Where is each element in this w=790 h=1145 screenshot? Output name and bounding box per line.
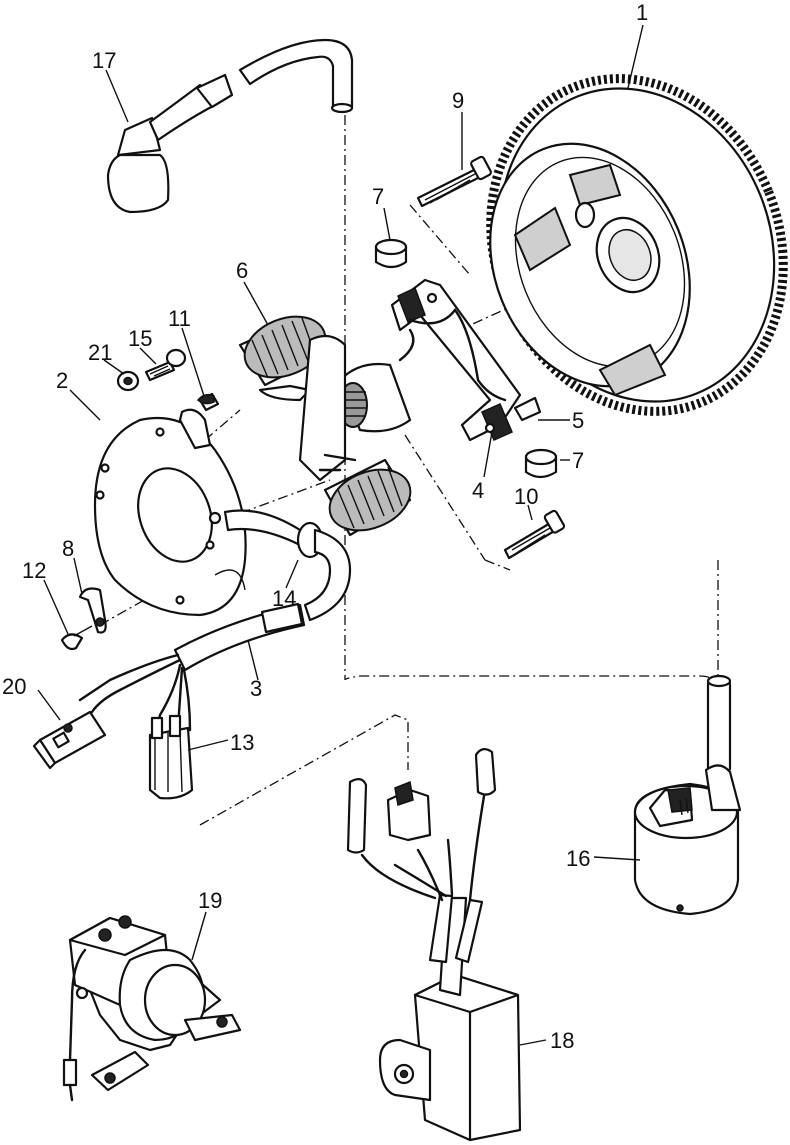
trigger-bracket — [390, 278, 542, 442]
spacer-7-bottom — [524, 448, 558, 479]
callout-16: 16 — [566, 846, 590, 871]
callout-7-bottom: 7 — [572, 448, 584, 473]
callout-1: 1 — [636, 0, 648, 25]
callout-6: 6 — [236, 258, 248, 283]
spark-plug-cap — [106, 38, 354, 214]
callout-14: 14 — [272, 586, 296, 611]
connector-20 — [32, 710, 107, 770]
flywheel — [486, 74, 788, 416]
stator-coils — [238, 315, 412, 537]
callout-10: 10 — [514, 484, 538, 509]
callout-20: 20 — [2, 674, 26, 699]
callout-3: 3 — [250, 676, 262, 701]
callout-13: 13 — [230, 730, 254, 755]
ignition-coil — [633, 674, 742, 916]
callout-9: 9 — [452, 88, 464, 113]
bolt-10 — [503, 509, 566, 560]
callout-4: 4 — [472, 478, 484, 503]
bolt-9 — [416, 155, 492, 208]
callout-11: 11 — [168, 306, 191, 331]
connector-13 — [148, 714, 194, 800]
screw-12 — [60, 625, 93, 651]
screw-15 — [144, 348, 187, 382]
starter-solenoid — [62, 915, 242, 1102]
callout-21: 21 — [88, 340, 112, 365]
leader-lines — [37, 24, 644, 1046]
callout-7-top: 7 — [372, 184, 384, 209]
stator-plate — [93, 416, 247, 617]
callout-15: 15 — [128, 326, 152, 351]
callout-17: 17 — [92, 48, 116, 73]
callout-18: 18 — [550, 1028, 574, 1053]
screw-11 — [178, 392, 220, 450]
clamp-8 — [78, 587, 107, 634]
callout-2: 2 — [56, 368, 68, 393]
callout-labels: 1 2 3 4 5 6 7 7 8 9 10 11 12 13 14 15 16… — [2, 0, 648, 1053]
spacer-7-top — [374, 238, 408, 269]
wire-harness — [78, 509, 352, 732]
callout-19: 19 — [198, 888, 222, 913]
washer-21 — [116, 370, 140, 392]
callout-12: 12 — [22, 558, 46, 583]
callout-5: 5 — [572, 408, 584, 433]
callout-8: 8 — [62, 536, 74, 561]
cdi-box — [346, 748, 522, 1142]
